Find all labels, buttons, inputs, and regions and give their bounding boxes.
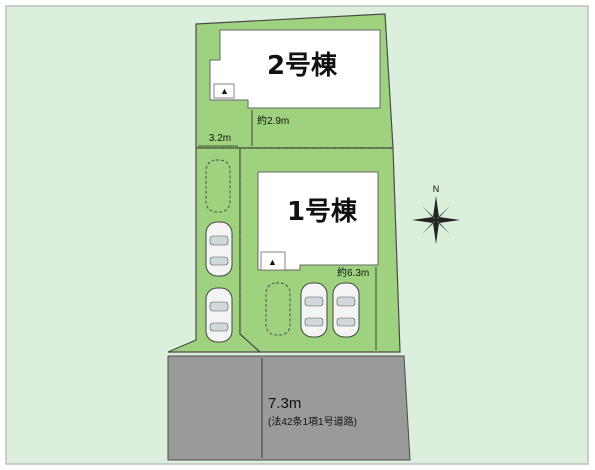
car-icon (332, 282, 360, 338)
entrance-marker-1: ▲ (268, 257, 277, 267)
building-2 (209, 29, 381, 109)
compass-north-label: N (433, 184, 440, 194)
lot-1-setback-label: 約6.3m (337, 266, 369, 279)
building-1-label: 1号棟 (287, 197, 358, 227)
lot-2-setback-label: 約2.9m (257, 114, 289, 127)
parking-space-outline (205, 159, 231, 213)
building-1 (257, 171, 379, 271)
passage-width-label: 3.2m (209, 133, 231, 144)
car-icon (300, 282, 328, 338)
building-1-porch (260, 251, 286, 271)
building-2-porch (213, 83, 235, 99)
car-icon (205, 287, 233, 343)
road (167, 355, 411, 461)
road-classification-label: (法42条1項1号道路) (268, 415, 357, 428)
parking-space-outline (265, 282, 291, 336)
entrance-marker-2: ▲ (220, 86, 229, 96)
car-icon (205, 221, 233, 277)
compass-rose (412, 196, 460, 244)
road-width-label: 7.3m (268, 395, 301, 412)
building-2-label: 2号棟 (267, 51, 338, 81)
